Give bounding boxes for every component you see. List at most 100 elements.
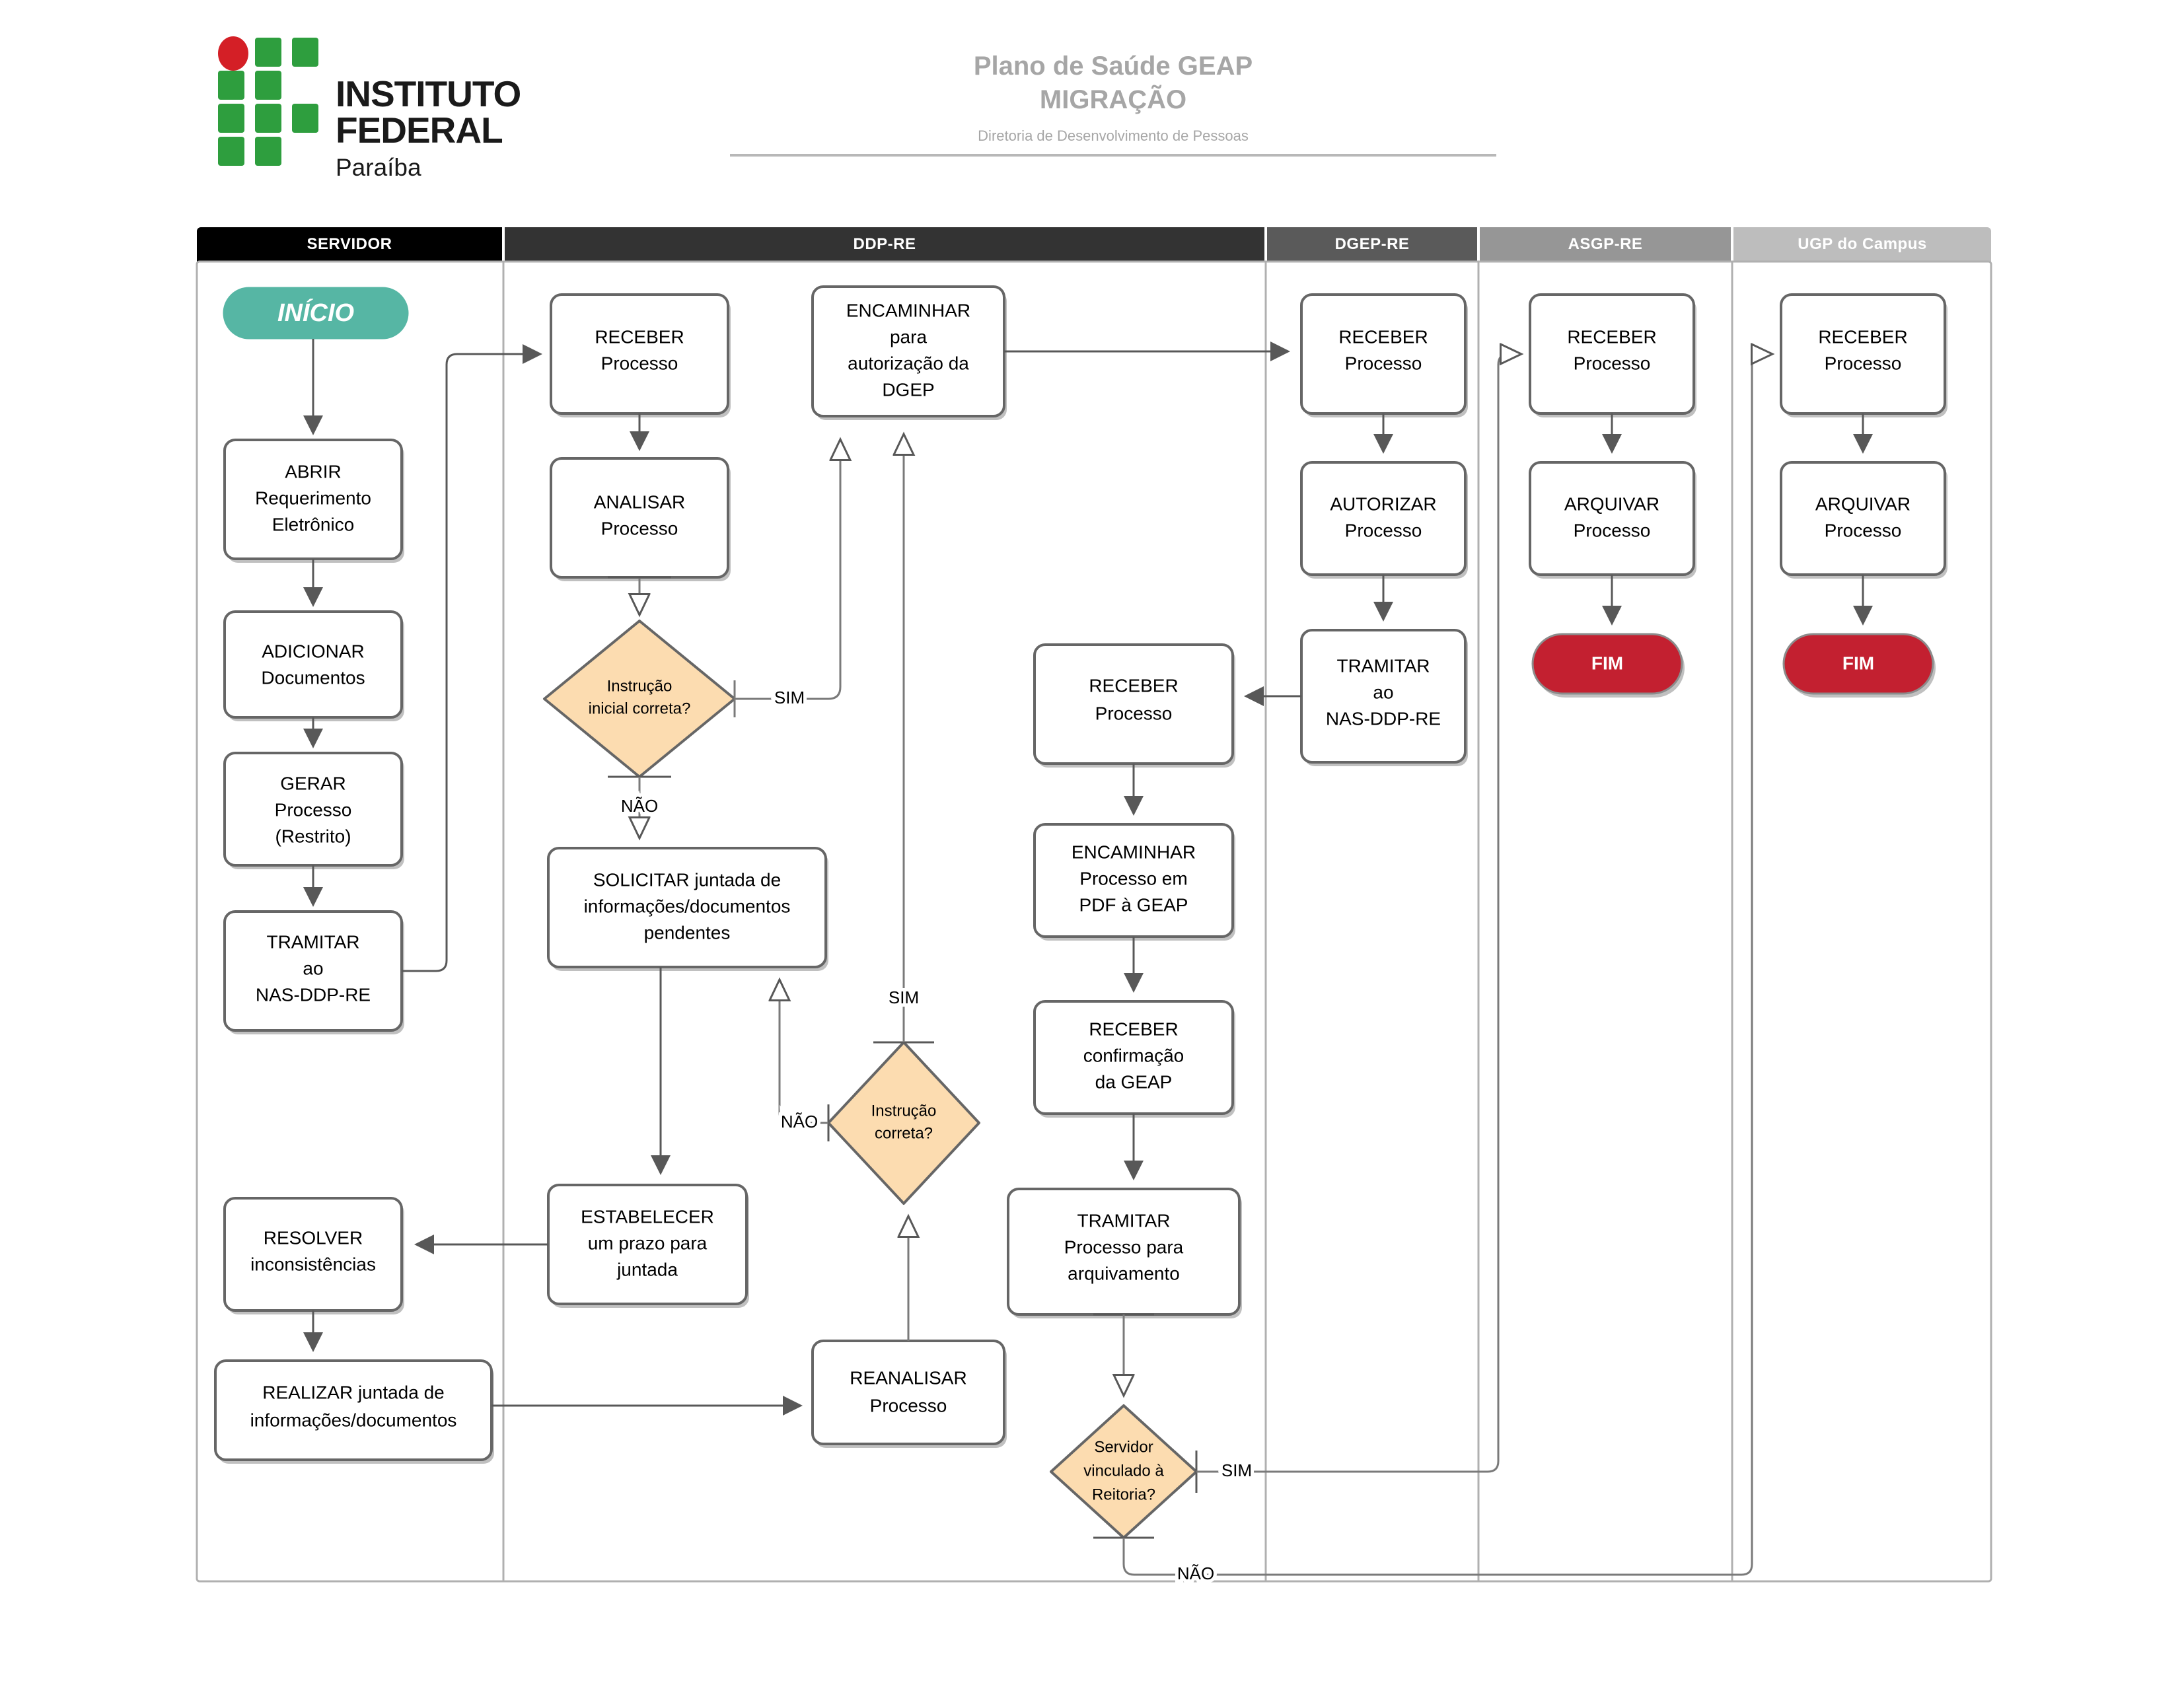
node-label-line2: Processo [1825,520,1902,540]
node-receber-processo-ugp[interactable]: RECEBER Processo [1780,293,1947,417]
node-label-line2: ao [303,958,323,978]
node-encaminhar-autorizacao-dgep[interactable]: ENCAMINHAR para autorização da DGEP [811,285,1007,420]
node-label-line1: ADICIONAR [262,641,365,661]
node-label-line2: ao [1373,682,1393,702]
edge-decisao3-sim [1196,354,1519,1473]
node-label-line1: ENCAMINHAR [846,300,970,320]
node-tramitar-nas-ddp-re-dgep[interactable]: TRAMITAR ao NAS-DDP-RE [1300,629,1468,766]
logo-campus: Paraíba [336,154,421,181]
node-abrir-requerimento[interactable]: ABRIR Requerimento Eletrônico [223,439,404,563]
node-label-line2: informações/documentos [584,896,791,916]
lane-label: ASGP-RE [1568,235,1643,253]
node-receber-processo-asgp[interactable]: RECEBER Processo [1529,293,1696,417]
decision-label-line2: inicial correta? [589,700,691,717]
node-label-line1: GERAR [280,773,346,793]
node-label-line1: RECEBER [1089,1019,1178,1039]
node-label-line2: Processo [275,799,352,820]
node-label-line3: (Restrito) [275,826,351,846]
node-label-line3: NAS-DDP-RE [1326,708,1441,729]
decision-label-line3: Reitoria? [1092,1486,1155,1503]
node-arquivar-processo-ugp[interactable]: ARQUIVAR Processo [1780,461,1947,579]
lane-separators [196,260,1992,1583]
node-fim-asgp[interactable]: FIM [1531,633,1685,698]
node-label-line2: Processo [1345,520,1422,540]
node-label-line3: PDF à GEAP [1079,894,1188,915]
lane-header-ddp-re: DDP-RE [505,227,1264,262]
lane-label: DGEP-RE [1334,235,1410,253]
page-header: INSTITUTO FEDERAL Paraíba Plano de Saúde… [0,0,2184,198]
node-receber-processo-ddp-2[interactable]: RECEBER Processo [1033,643,1235,768]
node-label-line1: RECEBER [1338,326,1428,347]
decision-instrucao-inicial-correta[interactable]: Instrução inicial correta? [543,620,736,778]
node-label-line1: ANALISAR [594,491,686,512]
node-label-line1: SOLICITAR juntada de [593,869,781,890]
node-label-line2: Processo [1345,353,1422,373]
node-label-line2: informações/documentos [250,1410,457,1430]
node-receber-confirmacao-geap[interactable]: RECEBER confirmação da GEAP [1033,1000,1235,1118]
node-inicio[interactable]: INÍCIO [223,287,409,340]
node-label-line2: Processo [1095,703,1173,723]
node-label: INÍCIO [277,298,354,327]
edge-label-nao-3: NÃO [1177,1563,1214,1583]
node-label-line4: DGEP [882,379,934,400]
node-label-line2: confirmação [1083,1045,1184,1065]
ifpb-logo: INSTITUTO FEDERAL Paraíba [218,36,680,180]
node-label-line2: para [890,326,927,347]
node-adicionar-documentos[interactable]: ADICIONAR Documentos [223,610,404,721]
node-label-line1: RECEBER [1567,326,1656,347]
decision-label-line1: Instrução [607,677,673,695]
decision-label-line1: Instrução [871,1102,937,1120]
node-receber-processo-ddp[interactable]: RECEBER Processo [550,293,731,417]
decision-label-line2: vinculado à [1083,1462,1164,1480]
title-line-2: MIGRAÇÃO [1039,85,1187,115]
node-tramitar-arquivamento[interactable]: TRAMITAR Processo para arquivamento [1007,1188,1242,1318]
node-resolver-inconsistencias[interactable]: RESOLVER inconsistências [223,1197,404,1314]
node-estabelecer-prazo[interactable]: ESTABELECER um prazo para juntada [547,1184,749,1308]
edge-label-sim-3: SIM [1221,1460,1252,1480]
node-analisar-processo[interactable]: ANALISAR Processo [550,457,731,581]
node-autorizar-processo[interactable]: AUTORIZAR Processo [1300,461,1468,579]
node-encaminhar-pdf-geap[interactable]: ENCAMINHAR Processo em PDF à GEAP [1033,823,1235,941]
node-gerar-processo[interactable]: GERAR Processo (Restrito) [223,752,404,869]
decision-label-line1: Servidor [1094,1438,1153,1456]
node-label-line2: Processo [870,1395,947,1416]
node-label-line1: ARQUIVAR [1564,493,1659,514]
node-label-line2: inconsistências [250,1254,376,1274]
lane-label: DDP-RE [853,235,916,253]
node-label-line2: Processo [1574,353,1651,373]
edge-label-sim-1: SIM [774,688,805,707]
node-tramitar-nas-ddp-re[interactable]: TRAMITAR ao NAS-DDP-RE [223,910,404,1034]
node-label-line3: da GEAP [1095,1071,1173,1092]
title-divider [730,154,1496,157]
lane-header-ugp-campus: UGP do Campus [1733,227,1991,262]
title-block: Plano de Saúde GEAP MIGRAÇÃO Diretoria d… [727,50,1500,157]
node-label-line3: juntada [616,1259,678,1279]
node-arquivar-processo-asgp[interactable]: ARQUIVAR Processo [1529,461,1696,579]
decision-label-line2: correta? [875,1124,933,1142]
node-reanalisar-processo[interactable]: REANALISAR Processo [811,1340,1007,1448]
node-receber-processo-dgep[interactable]: RECEBER Processo [1300,293,1468,417]
edge-label-nao-2: NÃO [781,1112,818,1131]
node-label-line3: arquivamento [1068,1263,1180,1283]
node-label-line2: um prazo para [588,1233,708,1253]
node-label-line1: REANALISAR [850,1367,966,1388]
logo-institution: INSTITUTO FEDERAL [336,73,521,151]
node-label-line2: Documentos [261,667,365,688]
node-label-line3: Eletrônico [272,514,355,534]
node-label-line1: RECEBER [1089,675,1178,696]
node-label-line1: REALIZAR juntada de [262,1382,445,1402]
node-realizar-juntada[interactable]: REALIZAR juntada de informações/document… [214,1359,494,1464]
node-fim-ugp[interactable]: FIM [1782,633,1936,698]
decision-instrucao-correta[interactable]: Instrução correta? [827,1041,980,1205]
page-title: Plano de Saúde GEAP MIGRAÇÃO [727,50,1500,117]
decision-servidor-vinculado-reitoria[interactable]: Servidor vinculado à Reitoria? [1050,1404,1198,1539]
node-label-line2: Requerimento [255,487,371,508]
connectors: SIM NÃO NÃO SIM [303,339,1873,1587]
node-label-line2: Processo [601,353,678,373]
node-solicitar-juntada[interactable]: SOLICITAR juntada de informações/documen… [547,847,828,971]
node-label-line3: autorização da [848,353,969,373]
node-label-line1: TRAMITAR [266,931,359,952]
edge-decisao1-sim [735,441,840,700]
edge-tramitar-receber-ddp [402,344,542,972]
